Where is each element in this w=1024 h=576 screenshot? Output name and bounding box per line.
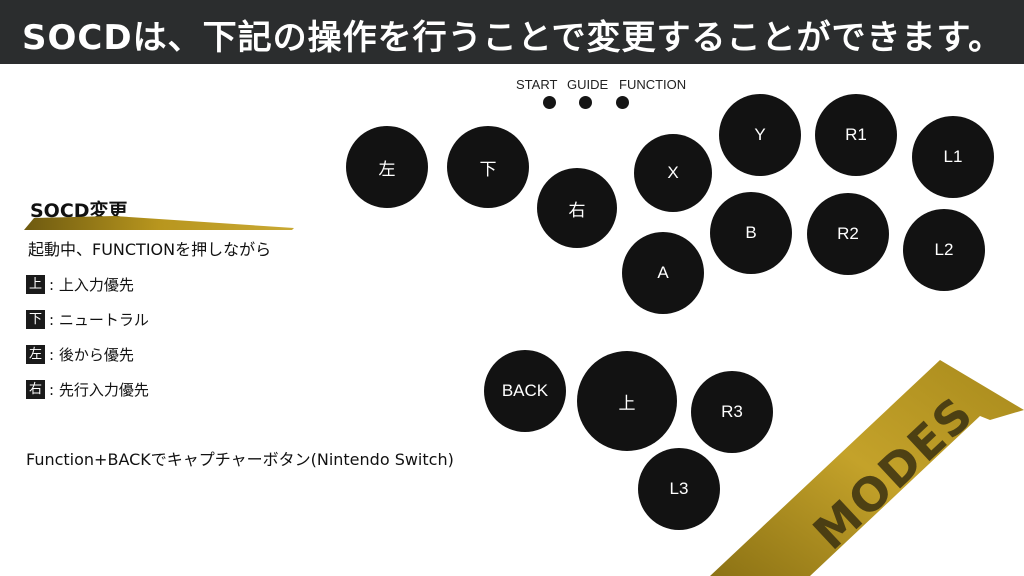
start-button-dot	[543, 96, 556, 109]
button-l3: L3	[638, 448, 720, 530]
mode-row-down: 下 : ニュートラル	[26, 309, 149, 330]
guide-button-dot	[579, 96, 592, 109]
mode-key-right: 右	[26, 380, 45, 399]
modes-tape-decoration: MODES	[710, 360, 1024, 576]
mode-text-right: : 先行入力優先	[49, 381, 149, 399]
mode-row-up: 上 : 上入力優先	[26, 274, 134, 295]
start-label: START	[516, 77, 558, 92]
button-right: 右	[537, 168, 617, 248]
mode-row-left: 左 : 後から優先	[26, 344, 134, 365]
button-x: X	[634, 134, 712, 212]
button-back: BACK	[484, 350, 566, 432]
mode-row-right: 右 : 先行入力優先	[26, 379, 149, 400]
header-banner: SOCDは、下記の操作を行うことで変更することができます。	[0, 0, 1024, 64]
button-l2: L2	[903, 209, 985, 291]
function-button-dot	[616, 96, 629, 109]
button-left: 左	[346, 126, 428, 208]
button-down: 下	[447, 126, 529, 208]
mode-key-up: 上	[26, 275, 45, 294]
function-label: FUNCTION	[619, 77, 687, 92]
button-up: 上	[577, 351, 677, 451]
mode-text-up: : 上入力優先	[49, 276, 134, 294]
page-title: SOCDは、下記の操作を行うことで変更することができます。	[22, 18, 1004, 58]
mode-key-left: 左	[26, 345, 45, 364]
section-title-underline	[24, 216, 294, 230]
button-y: Y	[719, 94, 801, 176]
button-r3: R3	[691, 371, 773, 453]
socd-instruction: 起動中、FUNCTIONを押しながら	[28, 240, 272, 259]
button-r2: R2	[807, 193, 889, 275]
button-a: A	[622, 232, 704, 314]
mode-text-left: : 後から優先	[49, 346, 134, 364]
mode-key-down: 下	[26, 310, 45, 329]
button-r1: R1	[815, 94, 897, 176]
button-l1: L1	[912, 116, 994, 198]
capture-button-note: Function+BACKでキャプチャーボタン(Nintendo Switch)	[26, 450, 454, 469]
button-b: B	[710, 192, 792, 274]
guide-label: GUIDE	[567, 77, 609, 92]
mode-text-down: : ニュートラル	[49, 311, 149, 329]
